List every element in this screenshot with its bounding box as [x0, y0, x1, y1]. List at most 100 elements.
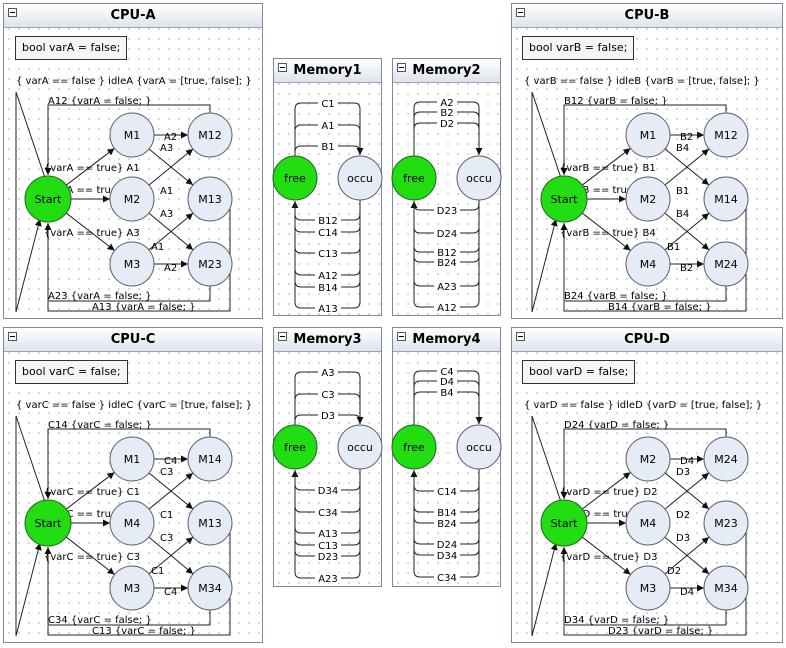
transition-edge [664, 472, 710, 510]
start-state-node[interactable] [24, 175, 72, 223]
state-node-label: M1 [640, 129, 657, 142]
state-node[interactable] [625, 500, 671, 546]
state-node[interactable] [625, 436, 671, 482]
state-node-label: M4 [124, 517, 141, 530]
transition-edge [581, 147, 631, 186]
label-background [315, 551, 341, 561]
state-node[interactable] [109, 436, 155, 482]
state-node-label: M14 [198, 453, 222, 466]
state-node[interactable] [703, 500, 749, 546]
label-background [318, 389, 338, 399]
start-state-node[interactable] [24, 499, 72, 547]
transition-edge [148, 148, 194, 186]
panel-title: Memory1 [293, 63, 362, 78]
variable-declaration[interactable]: bool varD = false; [522, 360, 636, 384]
release-transition-label: B24 [437, 258, 457, 269]
release-transition-label: C34 {varC = false; } [48, 615, 152, 626]
free-state-node[interactable] [391, 424, 437, 470]
state-node[interactable] [703, 176, 749, 222]
cpu-state-diagram: { varB == false } idleB {varB = [true, f… [524, 76, 760, 313]
release-transition-label: D24 [437, 229, 457, 240]
occupied-state-node[interactable] [337, 424, 383, 470]
release-transition-label: A23 [318, 574, 338, 585]
release-transition-label: A23 {varA = false; } [48, 291, 152, 302]
state-node[interactable] [109, 112, 155, 158]
transition-label: A3 [160, 143, 173, 154]
panel-title: Memory4 [412, 332, 481, 347]
release-transition-label: D23 [437, 206, 457, 217]
release-edge [44, 223, 211, 302]
idle-loop-edge [531, 415, 562, 637]
state-node[interactable] [109, 241, 155, 287]
release-transition-label: D23 {varD = false; } [608, 626, 713, 637]
state-node[interactable] [187, 500, 233, 546]
state-node-label: M3 [640, 582, 657, 595]
state-node[interactable] [625, 176, 671, 222]
release-edge [44, 428, 211, 499]
transition-label: A2 [164, 263, 177, 274]
state-node[interactable] [703, 565, 749, 611]
state-node[interactable] [187, 241, 233, 287]
state-node[interactable] [625, 241, 671, 287]
variable-declaration[interactable]: bool varC = false; [15, 360, 128, 384]
free-state-node[interactable] [272, 155, 318, 201]
panel-header: Memory1 [274, 59, 381, 83]
state-node[interactable] [187, 565, 233, 611]
state-node[interactable] [703, 112, 749, 158]
state-node[interactable] [187, 112, 233, 158]
collapse-icon[interactable] [397, 332, 406, 341]
occupied-state-node[interactable] [337, 155, 383, 201]
transition-label: B1 [676, 186, 689, 197]
state-node[interactable] [109, 565, 155, 611]
state-node[interactable] [109, 500, 155, 546]
occupied-state-node[interactable] [456, 424, 502, 470]
collapse-icon[interactable] [397, 63, 406, 72]
state-node-label: M12 [198, 129, 222, 142]
state-node[interactable] [703, 436, 749, 482]
release-transition-label: C14 {varC = false; } [48, 420, 152, 431]
free-state-node[interactable] [272, 424, 318, 470]
free-state-node[interactable] [391, 155, 437, 201]
label-background [315, 248, 341, 258]
acquire-transition-label: C1 [321, 99, 334, 110]
collapse-icon[interactable] [278, 63, 287, 72]
collapse-icon[interactable] [8, 8, 17, 17]
acquire-transition-label: {varA == true} A3 [44, 228, 140, 239]
label-background [315, 540, 341, 550]
transition-label: C3 [160, 467, 173, 478]
start-state-node[interactable] [540, 499, 588, 547]
state-node[interactable] [625, 112, 671, 158]
start-state-node[interactable] [540, 175, 588, 223]
idle-loop-edge [15, 91, 46, 313]
collapse-icon[interactable] [278, 332, 287, 341]
transition-edge [148, 472, 194, 510]
collapse-icon[interactable] [516, 332, 525, 341]
state-node[interactable] [187, 436, 233, 482]
state-node-label: M13 [198, 517, 222, 530]
acquire-transition-label: {varA == true} A2 [44, 185, 140, 196]
state-node[interactable] [625, 565, 671, 611]
variable-declaration[interactable]: bool varA = false; [15, 36, 128, 60]
transition-label: B1 [667, 242, 680, 253]
occupied-state-node[interactable] [456, 155, 502, 201]
state-node[interactable] [109, 176, 155, 222]
occupied-state-label: occu [466, 441, 492, 454]
state-node-label: M1 [124, 453, 141, 466]
panel-header: CPU-C [4, 328, 262, 352]
release-transition-label: D34 [437, 551, 457, 562]
state-node[interactable] [703, 241, 749, 287]
state-node[interactable] [187, 176, 233, 222]
variable-declaration[interactable]: bool varB = false; [522, 36, 635, 60]
collapse-icon[interactable] [516, 8, 525, 17]
panel-header: CPU-B [512, 4, 782, 28]
occupied-state-label: occu [347, 172, 373, 185]
transition-label: B4 [676, 143, 689, 154]
collapse-icon[interactable] [8, 332, 17, 341]
label-background [434, 247, 460, 257]
transition-label: C4 [164, 587, 177, 598]
label-background [437, 97, 457, 107]
release-transition-label: B24 [437, 519, 457, 530]
label-background [318, 141, 338, 151]
